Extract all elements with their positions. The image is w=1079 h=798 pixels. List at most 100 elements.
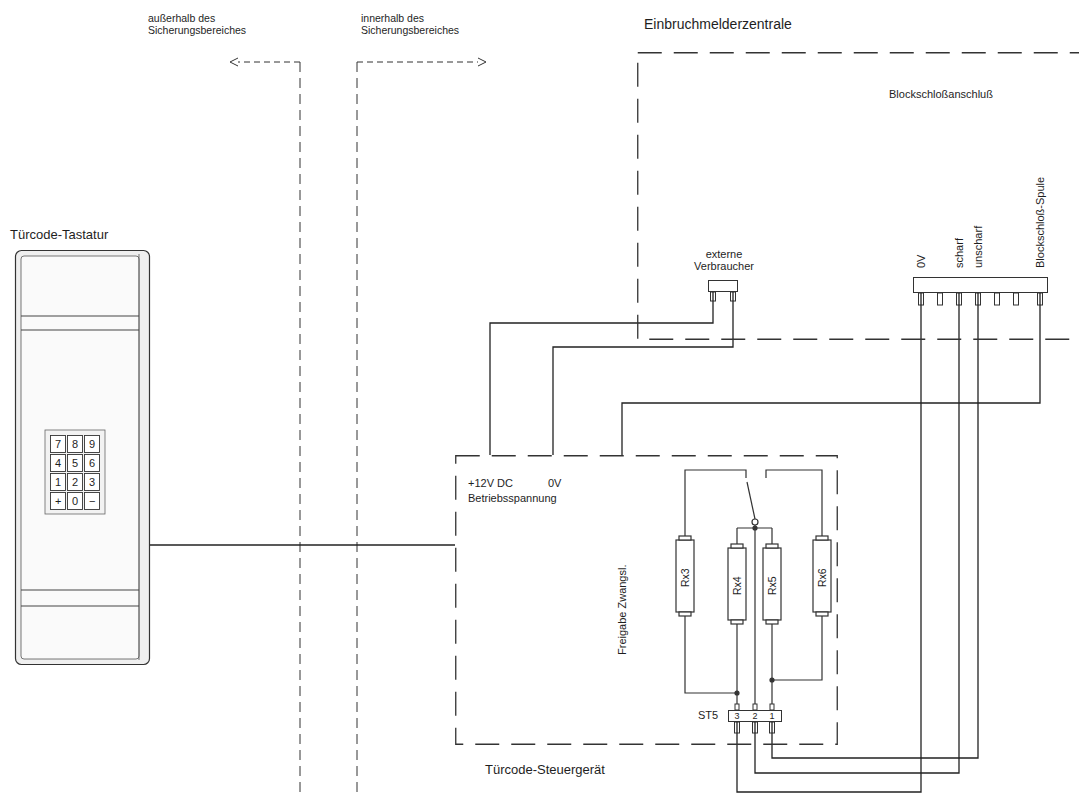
keypad-band-line	[21, 606, 139, 607]
node-heading: ST5	[698, 709, 718, 722]
keypad-band-line	[21, 330, 139, 331]
terminal-pins-part	[995, 293, 1000, 305]
zone-markers-part	[357, 62, 358, 798]
pin-number: 1	[770, 712, 775, 721]
key-label: 5	[72, 458, 78, 469]
wire	[622, 293, 1040, 455]
key-outline	[51, 436, 66, 453]
block-lock-terminal: Blockschloßanschluß	[913, 277, 1048, 293]
signal-name: Freigabe Zwangsl.	[616, 565, 629, 656]
node-heading: Einbruchmelderzentrale	[644, 16, 792, 32]
wire	[553, 292, 733, 455]
key-outline	[68, 436, 83, 453]
node-heading: externe Verbraucher	[687, 248, 761, 273]
resistor-label: Rx4	[731, 576, 743, 595]
keypad-outline	[15, 250, 150, 665]
signal-name: +12V DC	[468, 477, 513, 490]
key-outline	[85, 436, 100, 453]
zone-label: innerhalb des Sicherungsbereiches	[361, 12, 501, 36]
signal-name: Betriebsspannung	[468, 492, 557, 505]
switch-resistor-network-part	[737, 620, 772, 704]
node-heading: Türcode-Tastatur	[10, 228, 108, 243]
switch-resistor-network-part	[766, 544, 778, 548]
key-label: 3	[89, 477, 95, 488]
signal-name: 0V	[548, 477, 561, 490]
keypad-front	[21, 256, 139, 659]
key-label: +	[55, 496, 61, 507]
terminal-name: Blockschloß-Spule	[1034, 177, 1047, 268]
key-outline	[51, 455, 66, 472]
switch-resistor-network-part	[813, 540, 831, 612]
key-label: 0	[72, 496, 78, 507]
wire	[772, 293, 978, 758]
wire	[755, 293, 959, 773]
zone-markers-part	[478, 58, 486, 66]
switch-resistor-network-part	[752, 519, 758, 525]
door-code-keypad: Türcode-Tastatur	[15, 250, 150, 665]
terminal-pins-part	[938, 293, 943, 305]
key-outline	[85, 455, 100, 472]
key-label: 9	[89, 439, 95, 450]
zone-label: außerhalb des Sicherungsbereiches	[148, 12, 260, 36]
zone-markers-part	[300, 62, 301, 798]
switch-resistor-network-part	[766, 470, 822, 540]
zone-markers-part	[357, 62, 478, 63]
pin-number: 2	[753, 712, 758, 721]
key-label: 6	[89, 458, 95, 469]
zone-markers-part	[238, 62, 300, 63]
switch-resistor-network-part	[679, 612, 691, 616]
switch-resistor-network-part	[679, 536, 691, 540]
key-outline	[51, 493, 66, 510]
key-outline	[85, 493, 100, 510]
terminal-pins-part	[1014, 293, 1019, 305]
key-outline	[68, 474, 83, 491]
switch-resistor-network-part	[747, 482, 755, 519]
key-label: 7	[55, 439, 61, 450]
dashed-boundary-line	[638, 53, 1079, 340]
key-outline	[68, 493, 83, 510]
switch-resistor-network-part	[763, 548, 781, 620]
consumer-connector: externe Verbraucher	[708, 280, 738, 292]
zone-markers	[230, 58, 486, 798]
zone-markers-part	[230, 58, 238, 66]
switch-resistor-network-part	[816, 612, 828, 616]
key-label: −	[89, 496, 95, 507]
key-label: 8	[72, 439, 78, 450]
switch-resistor-network-part	[753, 526, 757, 530]
key-outline	[51, 474, 66, 491]
terminal-name: scharf	[953, 238, 966, 268]
pin-number: 3	[735, 712, 740, 721]
resistor-label: Rx3	[679, 568, 691, 587]
alarm-panel-housing: Einbruchmelderzentraleexterne Verbrauche…	[637, 52, 1079, 340]
key-outline	[85, 474, 100, 491]
resistor-label: Rx6	[816, 568, 828, 587]
terminal-pins	[711, 292, 1043, 733]
dashed-boundary	[637, 52, 1079, 340]
dashed-boundary-line	[456, 456, 838, 745]
switch-resistor-network-part	[770, 678, 774, 682]
switch-resistor-network-part	[731, 544, 743, 548]
key-label: 4	[55, 458, 61, 469]
keypad-band-line	[21, 590, 139, 591]
switch-resistor-network-part	[731, 620, 743, 624]
keypad-field	[45, 430, 105, 514]
switch-resistor-network	[676, 470, 831, 704]
node-heading: Türcode-Steuergerät	[485, 763, 605, 778]
switch-resistor-network-part	[676, 540, 694, 612]
key-outline	[68, 455, 83, 472]
keypad-band-line	[21, 316, 139, 317]
resistor-label: Rx5	[766, 576, 778, 595]
node-heading: Blockschloßanschluß	[889, 88, 993, 101]
switch-resistor-network-part	[685, 612, 737, 693]
switch-resistor-network-part	[735, 691, 739, 695]
switch-resistor-network-part	[766, 620, 778, 624]
keypad-body	[16, 251, 150, 665]
terminal-name: 0V	[915, 255, 928, 268]
switch-resistor-network-part	[772, 612, 822, 680]
terminal-name: unscharf	[972, 226, 985, 268]
wire	[490, 292, 713, 455]
switch-resistor-network-part	[816, 536, 828, 540]
